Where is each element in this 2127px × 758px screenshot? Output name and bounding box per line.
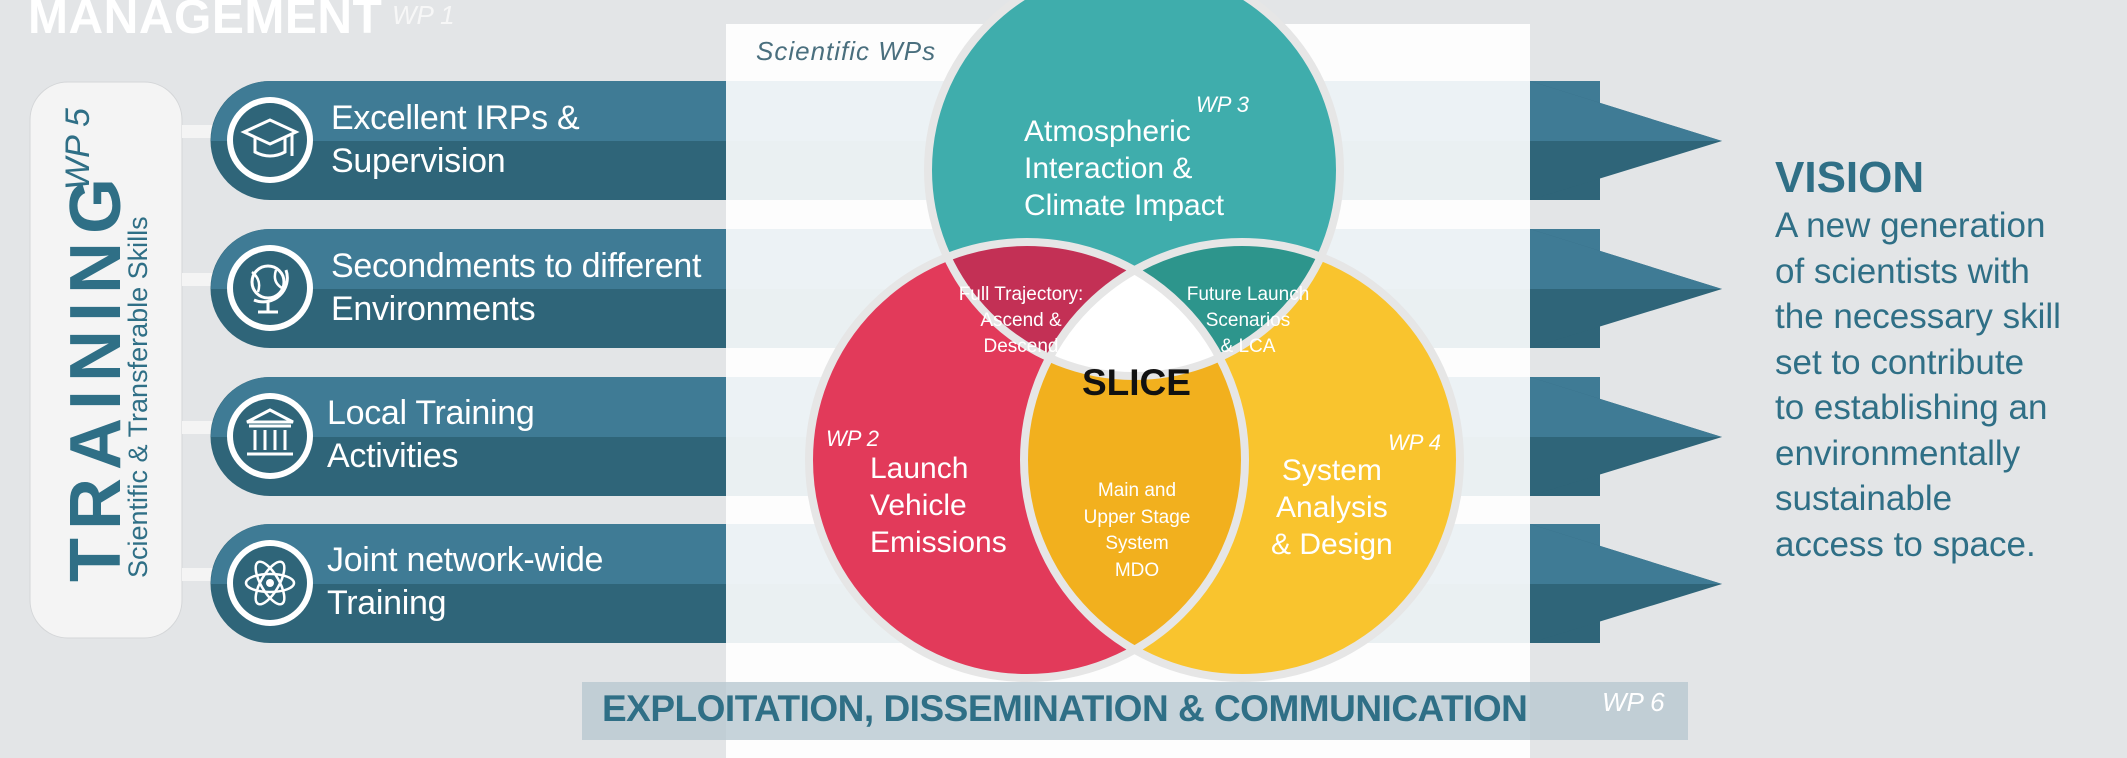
venn-left-label: Launch Vehicle Emissions xyxy=(870,450,1007,561)
venn-right-line2: Analysis xyxy=(1276,491,1388,524)
venn-top-wp: WP 3 xyxy=(1196,92,1249,117)
training-item-2-line1: Secondments to different xyxy=(331,247,702,285)
training-wp: WP 5 xyxy=(59,108,97,190)
exploitation-wp: WP 6 xyxy=(1602,687,1665,717)
management-title: MANAGEMENT xyxy=(28,0,383,44)
training-item-4-line2: Training xyxy=(327,584,447,622)
training-item-1-line2: Supervision xyxy=(331,142,506,180)
vision-line-4: set to contribute xyxy=(1775,342,2025,382)
atom-icon xyxy=(227,540,313,626)
overlap-top-right-line2: Scenarios xyxy=(1205,310,1291,331)
training-item-1-line1: Excellent IRPs & xyxy=(331,99,580,137)
center-region xyxy=(1024,242,1245,376)
venn-left-wp: WP 2 xyxy=(826,426,879,451)
training-item-4-label: Joint network-wide Training xyxy=(327,539,603,625)
overlap-top-right-label: Future Launch Scenarios & LCA xyxy=(1173,282,1323,360)
training-item-1-label: Excellent IRPs & Supervision xyxy=(331,97,580,183)
venn-top-line2: Interaction & xyxy=(1024,152,1193,185)
overlap-top-left-label: Full Trajectory: Ascend & Descend xyxy=(946,282,1096,360)
overlap-top-right-line1: Future Launch xyxy=(1186,284,1310,305)
training-panel xyxy=(29,81,183,639)
venn-left-line3: Emissions xyxy=(870,526,1007,559)
vision-line-8: access to space. xyxy=(1775,524,2036,564)
training-item-4-line1: Joint network-wide xyxy=(327,541,604,579)
venn-right-label: System Analysis & Design xyxy=(1271,452,1393,563)
vision-text: A new generation of scientists with the … xyxy=(1775,203,2061,567)
training-subtitle: Scientific & Transferable Skills xyxy=(123,216,153,578)
vision-title: VISION xyxy=(1775,153,1925,202)
overlap-left-right-line4: MDO xyxy=(1114,559,1160,581)
overlap-top-right-line3: & LCA xyxy=(1220,336,1276,357)
slice-label: SLICE xyxy=(1082,362,1191,403)
exploitation-label: EXPLOITATION, DISSEMINATION & COMMUNICAT… xyxy=(602,688,1528,729)
overlap-left-right-line2: Upper Stage xyxy=(1083,506,1191,528)
overlap-left-right-line1: Main and xyxy=(1097,480,1177,501)
training-item-2-label: Secondments to different Environments xyxy=(331,245,701,331)
venn-diagram xyxy=(805,0,1464,682)
overlap-left-right-label: Main and Upper Stage System MDO xyxy=(1062,478,1212,584)
training-item-3-line2: Activities xyxy=(327,437,459,475)
venn-left-line1: Launch xyxy=(870,452,969,485)
graduation-cap-icon xyxy=(227,97,313,183)
venn-top-line1: Atmospheric xyxy=(1024,115,1191,148)
venn-top-line3: Climate Impact xyxy=(1024,189,1225,222)
overlap-top-left-line1: Full Trajectory: xyxy=(958,284,1084,305)
vision-line-1: A new generation xyxy=(1775,206,2046,245)
training-item-3-line1: Local Training xyxy=(327,394,535,432)
scientific-label: Scientific WPs xyxy=(756,36,937,66)
vision-line-5: to establishing an xyxy=(1775,388,2048,427)
venn-right-wp: WP 4 xyxy=(1388,430,1441,455)
venn-left-line2: Vehicle xyxy=(870,489,967,522)
vision-line-3: the necessary skill xyxy=(1775,297,2061,336)
training-item-2-line2: Environments xyxy=(331,290,536,328)
overlap-left-right-line3: System xyxy=(1105,533,1169,554)
exploitation-bar xyxy=(582,682,1688,740)
venn-right-line1: System xyxy=(1281,454,1382,487)
vision-line-6: environmentally xyxy=(1775,433,2021,473)
overlap-top-left-line3: Descend xyxy=(983,336,1059,357)
venn-top-label: Atmospheric Interaction & Climate Impact xyxy=(1024,113,1224,224)
overlap-top-left-line2: Ascend & xyxy=(980,310,1062,331)
vision-line-7: sustainable xyxy=(1775,479,1953,518)
training-item-3-label: Local Training Activities xyxy=(327,392,535,478)
management-wp: WP 1 xyxy=(392,0,455,30)
globe-icon xyxy=(227,245,313,331)
venn-right-line3: & Design xyxy=(1271,528,1393,561)
vision-line-2: of scientists with xyxy=(1775,251,2030,291)
institution-building-icon xyxy=(227,393,313,479)
